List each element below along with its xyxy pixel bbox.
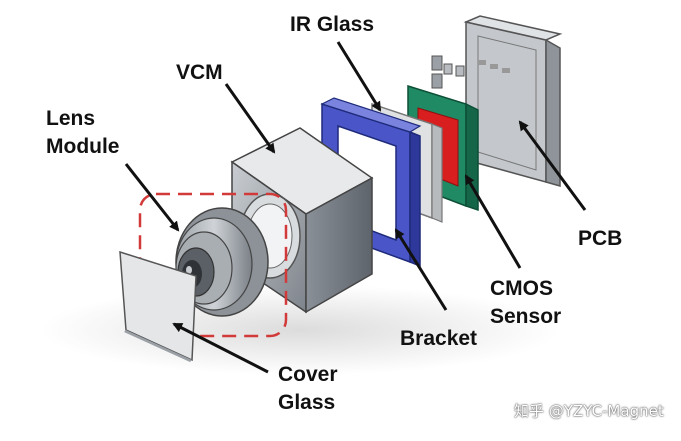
arrow-cmos-sensor xyxy=(464,174,522,269)
label-cover-glass-line1: Cover xyxy=(278,363,338,386)
arrow-bracket xyxy=(394,228,448,311)
arrow-pcb xyxy=(518,120,587,211)
label-lens-module-line2: Module xyxy=(46,135,120,158)
arrow-lens-module xyxy=(124,163,180,232)
pcb-part xyxy=(463,15,563,187)
label-pcb: PCB xyxy=(578,227,623,250)
arrow-vcm xyxy=(224,83,276,154)
label-cmos-sensor-line2: Sensor xyxy=(490,305,562,328)
pcb-connectors xyxy=(431,55,465,89)
watermark: 知乎 @YZYC-Magnet xyxy=(514,402,664,420)
leader-arrows xyxy=(124,41,587,374)
label-ir-glass: IR Glass xyxy=(290,13,375,36)
arrow-cover-glass xyxy=(172,322,269,374)
label-cmos-sensor-line1: CMOS xyxy=(490,277,553,300)
cover-glass-part xyxy=(119,250,197,362)
label-vcm: VCM xyxy=(176,61,223,84)
label-bracket: Bracket xyxy=(400,327,478,350)
arrow-ir-glass xyxy=(336,41,382,112)
label-lens-module-line1: Lens xyxy=(46,107,96,130)
label-cover-glass-line2: Glass xyxy=(278,391,336,414)
